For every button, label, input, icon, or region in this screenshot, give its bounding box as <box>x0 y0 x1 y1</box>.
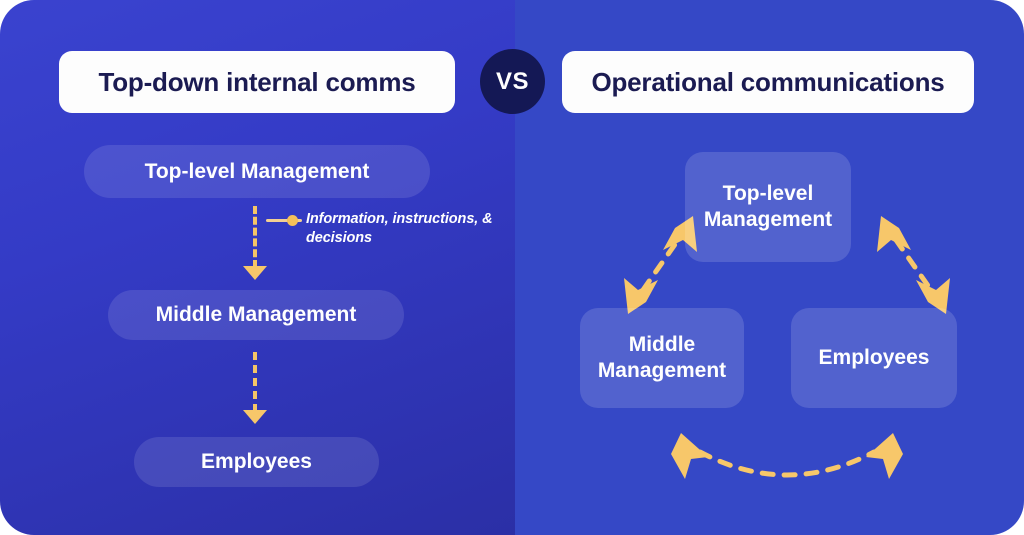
right-node-top-line1: Top-level <box>722 182 814 205</box>
right-panel-arrow-overlay <box>624 216 950 479</box>
arrow-left-dashed-line <box>640 237 681 293</box>
arrow-heads <box>624 216 950 479</box>
arrowhead-up-right-icon <box>663 216 697 252</box>
arrowhead-up-left-icon <box>877 216 911 252</box>
arrow-right-dashed-line <box>893 237 934 293</box>
arrowhead-down-right-icon <box>916 278 950 314</box>
header-title-right: Operational communications <box>562 51 974 113</box>
right-node-mid-line2: Management <box>597 359 727 382</box>
annotation-leader-line <box>266 219 302 222</box>
header-title-left: Top-down internal comms <box>59 51 455 113</box>
arrow-dashed-paths <box>640 237 934 478</box>
arrowhead-bottom-left-icon <box>671 433 708 479</box>
left-node-employees: Employees <box>134 437 379 487</box>
arrowhead-bottom-right-icon <box>866 433 903 479</box>
right-node-employees: Employees <box>791 308 957 408</box>
right-node-middle-management: Middle Management <box>580 308 744 408</box>
left-connector-1-arrowhead-icon <box>243 266 267 280</box>
annotation-label: Information, instructions, & decisions <box>306 211 493 246</box>
right-node-mid-line1: Middle <box>628 333 696 356</box>
arrow-bottom-dashed-line <box>697 449 877 478</box>
left-connector-1-dashed-line <box>253 206 257 268</box>
left-node-top-level-management: Top-level Management <box>84 145 430 198</box>
vs-badge: VS <box>480 49 545 114</box>
right-node-top-level-management: Top-level Management <box>685 152 851 262</box>
right-node-top-line2: Management <box>703 208 833 231</box>
left-node-middle-management: Middle Management <box>108 290 404 340</box>
left-connector-2-arrowhead-icon <box>243 410 267 424</box>
arrowhead-down-left-icon <box>624 278 658 314</box>
left-connector-2-dashed-line <box>253 352 257 412</box>
annotation-dot-icon <box>287 215 298 226</box>
